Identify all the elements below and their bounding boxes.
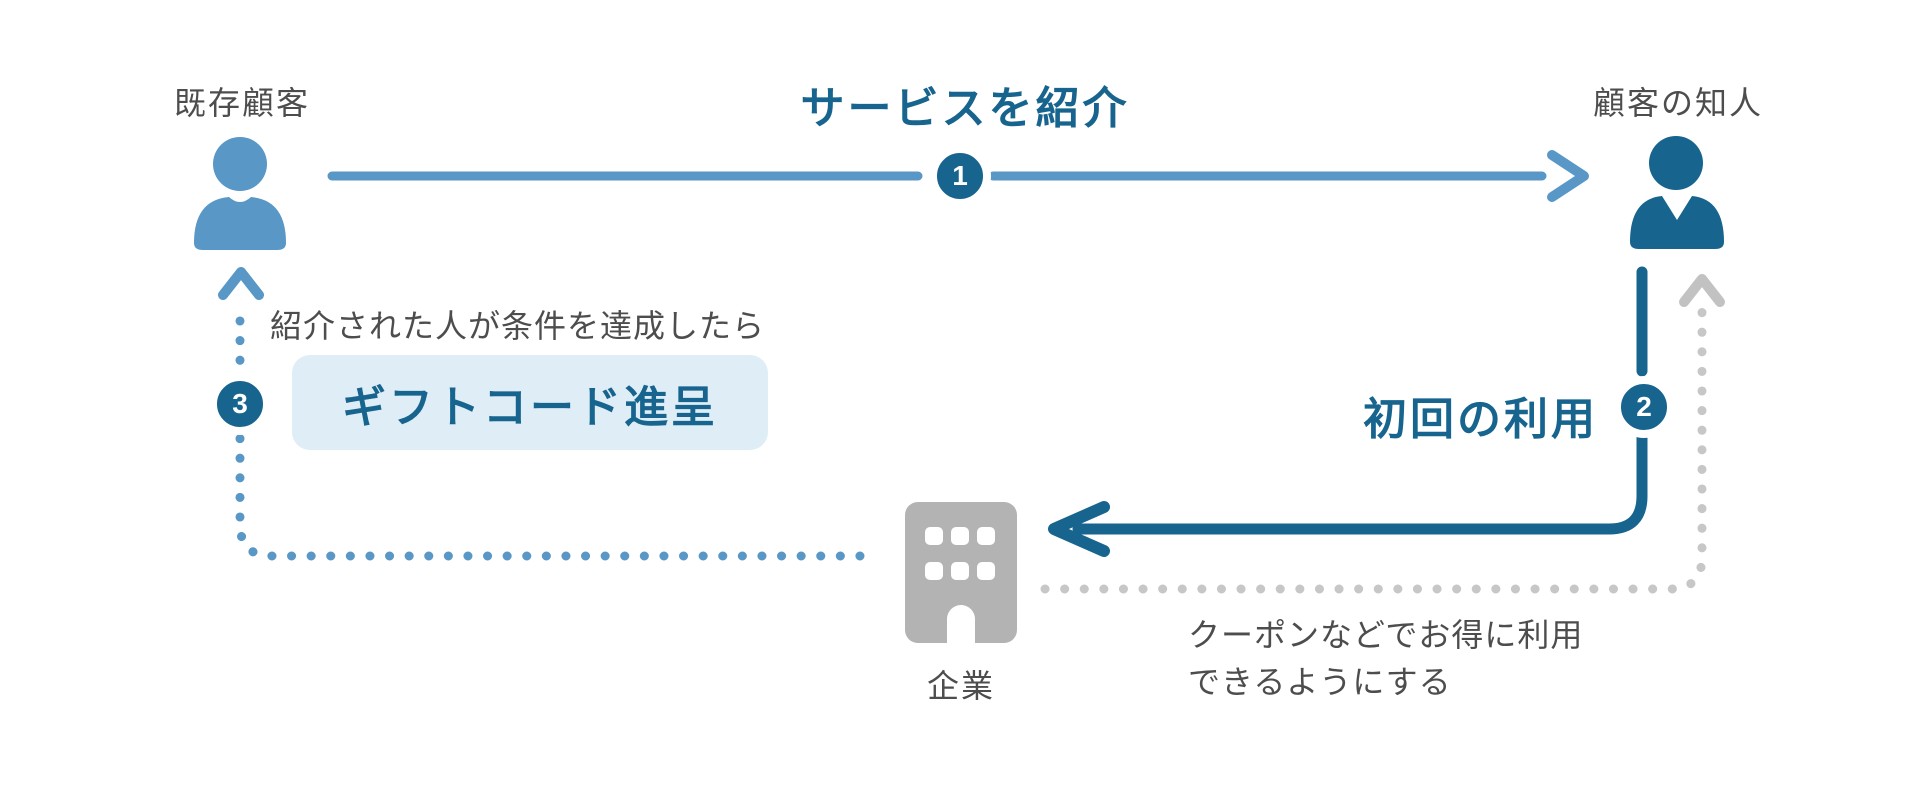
- step1-arrow: [327, 150, 1589, 202]
- existing-customer-label: 既存顧客: [173, 85, 311, 121]
- step1-arrowhead-icon: [1547, 150, 1589, 202]
- step1-badge: 1: [929, 145, 991, 207]
- step3-dotted-path: [218, 267, 865, 561]
- coupon-arrowhead-icon: [1679, 274, 1725, 307]
- step2-title: 初回の利用: [1363, 395, 1598, 444]
- acquaintance-icon: [1630, 136, 1724, 249]
- coupon-note-line2: できるようにする: [1188, 664, 1452, 700]
- gift-code-box: ギフトコード進呈: [292, 355, 768, 450]
- step2-arrowhead-icon: [1048, 501, 1110, 557]
- coupon-note-line1: クーポンなどでお得に利用: [1188, 617, 1584, 653]
- coupon-dotted-path: [1040, 274, 1725, 594]
- acquaintance-label: 顧客の知人: [1592, 85, 1764, 121]
- building-door: [947, 605, 975, 643]
- company-building-icon: [905, 502, 1017, 643]
- existing-customer-icon: [194, 137, 286, 250]
- step3-arrowhead-icon: [218, 267, 264, 300]
- step2-badge: 2: [1613, 376, 1675, 438]
- coupon-note: クーポンなどでお得に利用 できるようにする: [1188, 612, 1583, 706]
- step3-badge: 3: [209, 373, 271, 435]
- step3-condition-note: 紹介された人が条件を達成したら: [270, 308, 766, 344]
- step2-arrow: [1048, 266, 1648, 557]
- step3-title: ギフトコード進呈: [342, 382, 718, 432]
- step1-title: サービスを紹介: [800, 84, 1130, 133]
- company-label: 企業: [926, 668, 996, 704]
